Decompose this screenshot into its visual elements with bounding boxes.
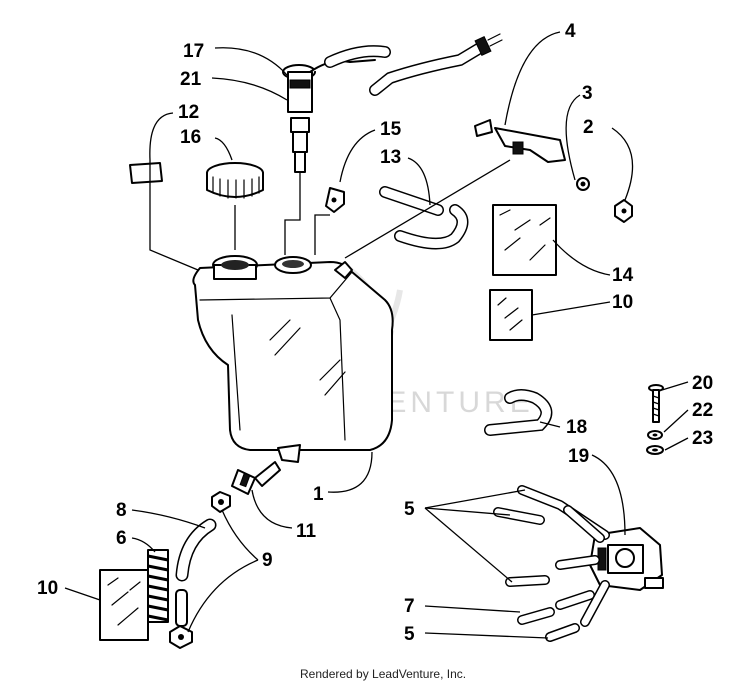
pump-hoses bbox=[493, 485, 610, 642]
callout-14: 14 bbox=[612, 265, 634, 286]
callout-13: 13 bbox=[380, 147, 401, 168]
decal-warning-small bbox=[489, 289, 533, 341]
callout-22: 22 bbox=[692, 400, 713, 421]
callout-10-bottom: 10 bbox=[37, 578, 58, 599]
callout-12: 12 bbox=[178, 102, 199, 123]
callout-5-top: 5 bbox=[404, 499, 415, 520]
fuel-tank bbox=[192, 255, 394, 463]
callout-2: 2 bbox=[583, 117, 594, 138]
callout-23: 23 bbox=[692, 428, 713, 449]
fuel-lines bbox=[325, 186, 469, 250]
callout-5-bottom: 5 bbox=[404, 624, 415, 645]
callout-21: 21 bbox=[180, 69, 202, 90]
hose-clamp bbox=[211, 491, 231, 513]
decal-warning-left bbox=[99, 569, 149, 641]
footer-credit: Rendered by LeadVenture, Inc. bbox=[300, 667, 466, 681]
callout-17: 17 bbox=[183, 41, 204, 62]
mounting-bracket bbox=[474, 119, 633, 223]
filler-cap bbox=[206, 162, 264, 199]
screw-washers bbox=[646, 384, 664, 455]
callout-7: 7 bbox=[404, 596, 415, 617]
callout-19: 19 bbox=[568, 446, 589, 467]
callout-9: 9 bbox=[262, 550, 273, 571]
fuel-filter-assembly bbox=[282, 59, 376, 173]
callout-8: 8 bbox=[116, 500, 127, 521]
callout-18: 18 bbox=[566, 417, 587, 438]
callout-15: 15 bbox=[380, 119, 402, 140]
vent-hose bbox=[324, 33, 503, 96]
callout-10-top: 10 bbox=[612, 292, 633, 313]
gasket bbox=[129, 162, 163, 184]
outlet-fitting bbox=[231, 461, 281, 495]
decal-warning-large bbox=[492, 204, 557, 276]
inline-filter bbox=[169, 625, 193, 649]
fuel-hose-short bbox=[175, 518, 217, 627]
callout-3: 3 bbox=[582, 83, 593, 104]
fuel-pump bbox=[589, 527, 664, 591]
callout-16: 16 bbox=[180, 127, 201, 148]
callout-4: 4 bbox=[565, 21, 576, 42]
spring bbox=[147, 549, 169, 623]
callout-20: 20 bbox=[692, 373, 713, 394]
callout-6: 6 bbox=[116, 528, 127, 549]
callout-1: 1 bbox=[313, 484, 324, 505]
leader-lines bbox=[64, 31, 689, 639]
callout-11: 11 bbox=[296, 521, 317, 542]
